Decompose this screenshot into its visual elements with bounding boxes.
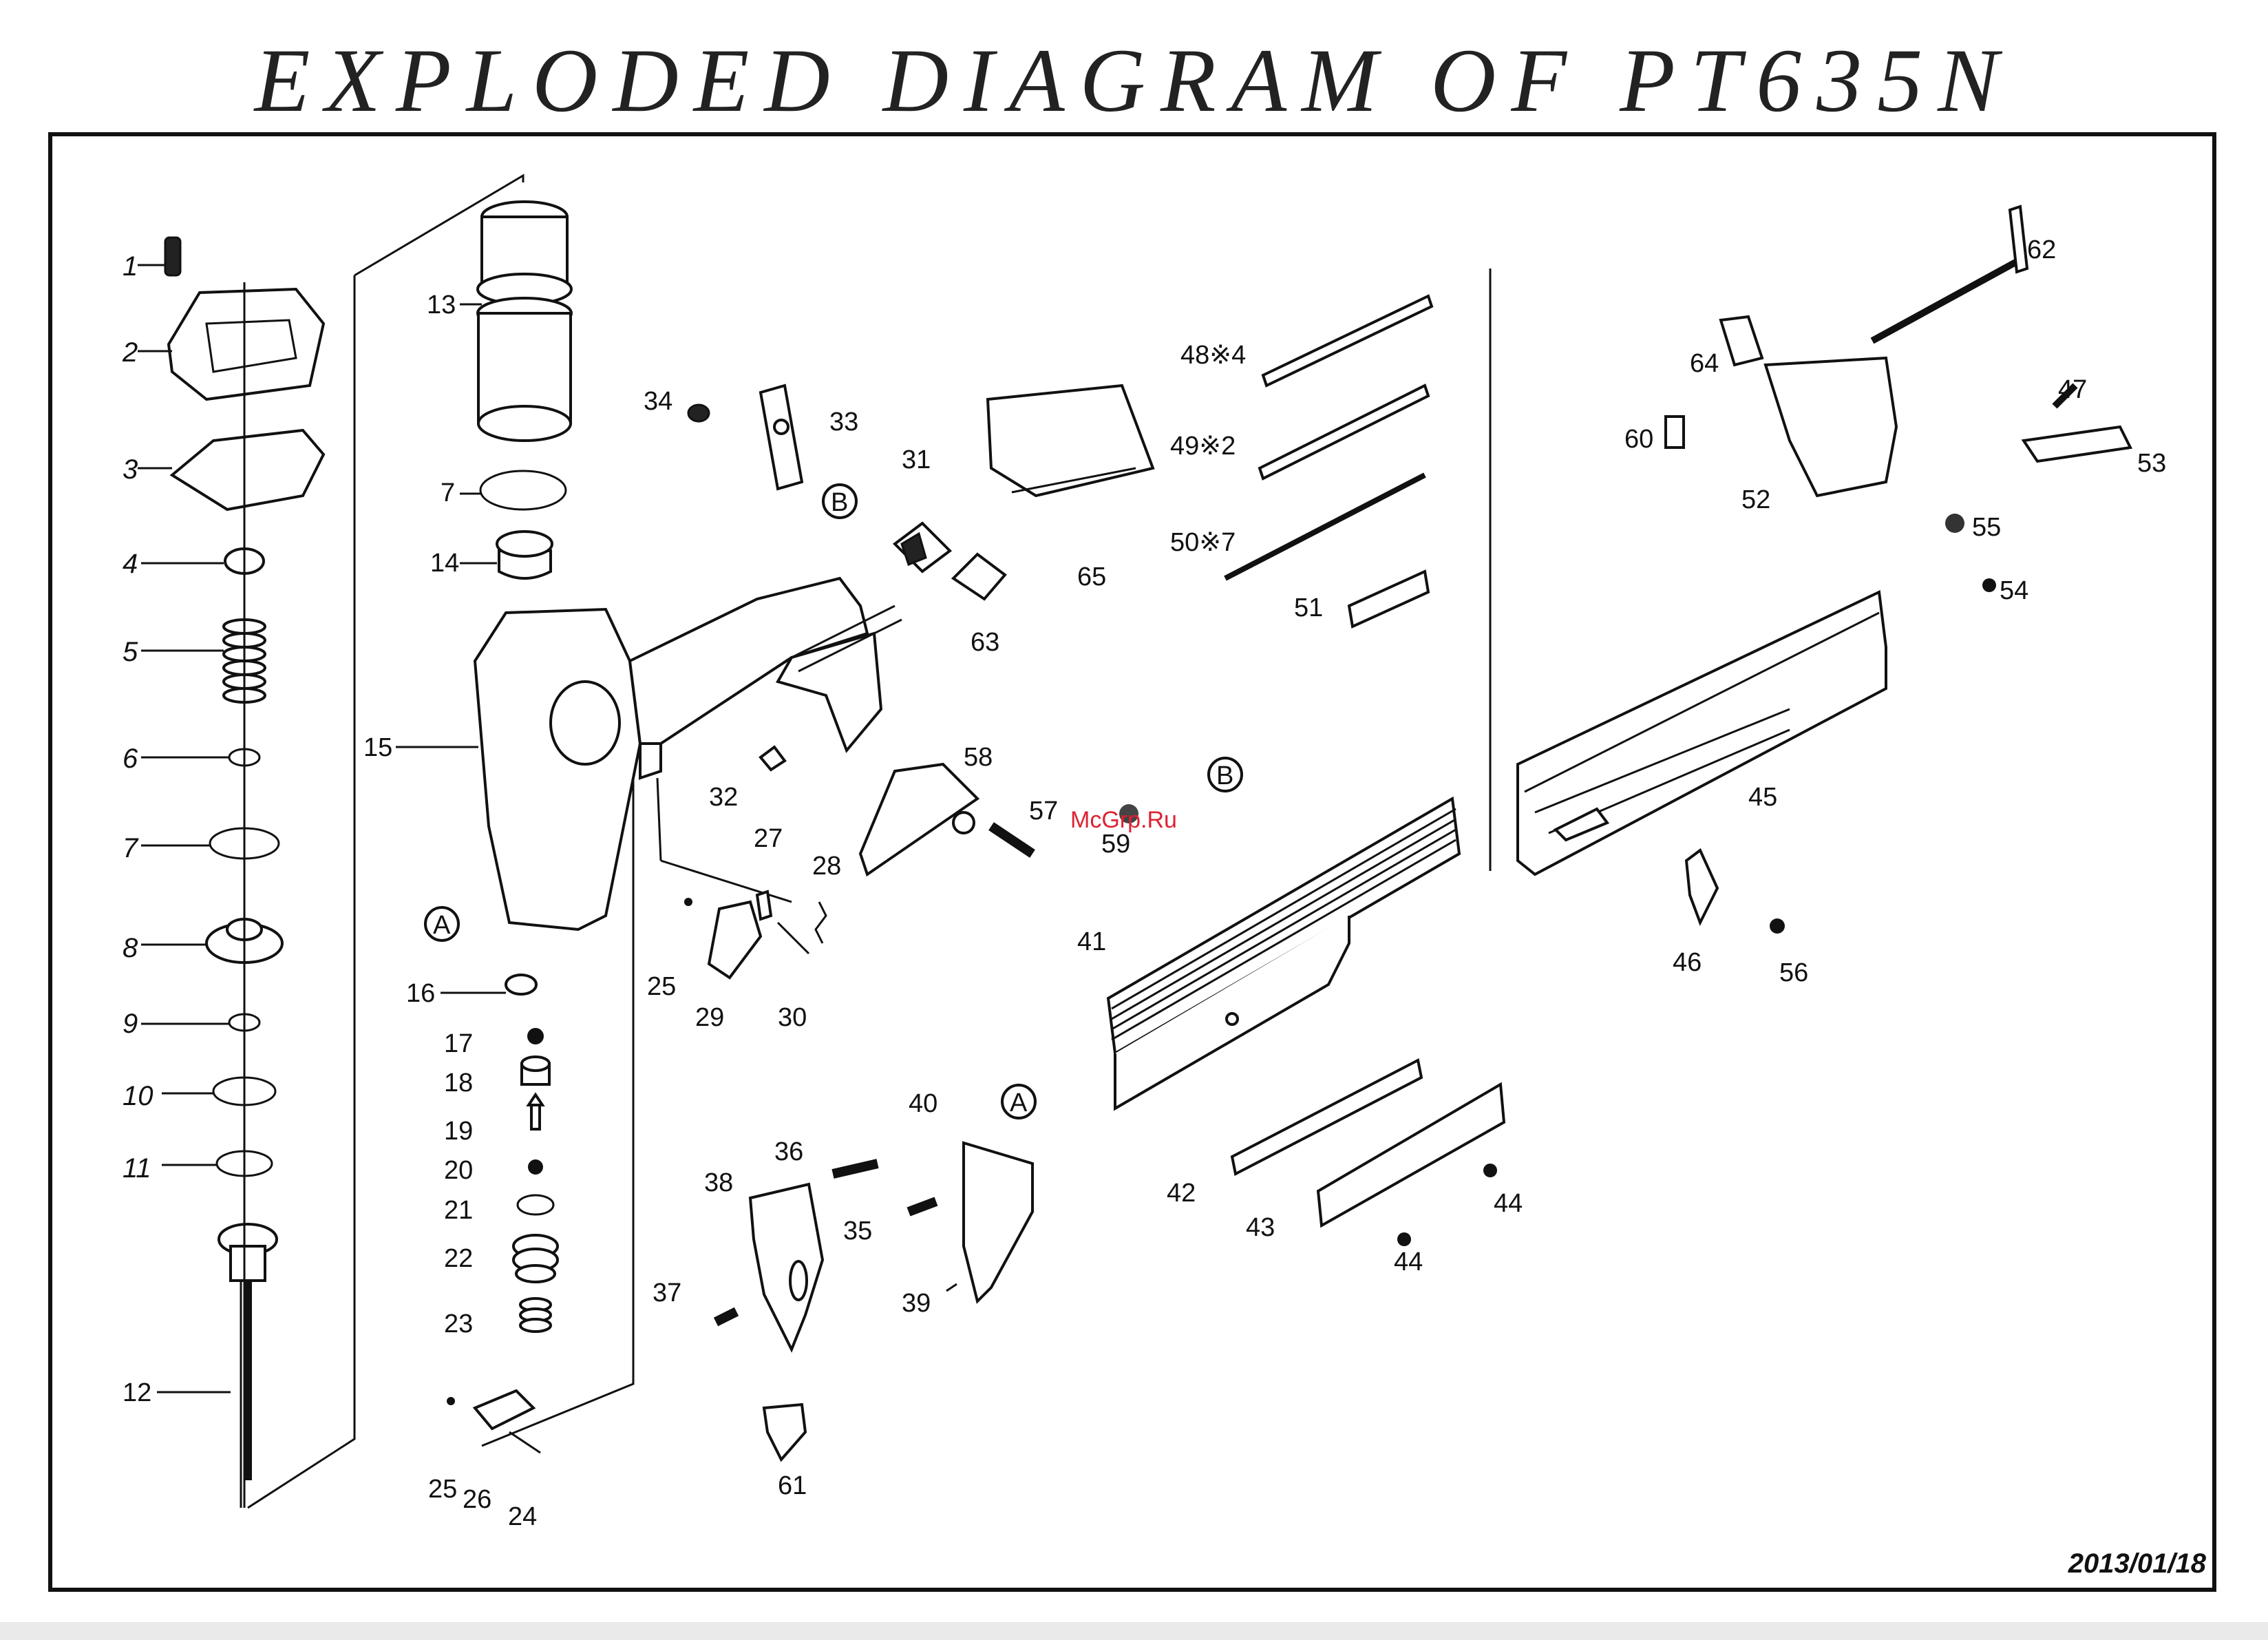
label-part-14: 14 [430,549,459,578]
label-part-60: 60 [1624,425,1653,454]
label-part-26: 26 [463,1485,491,1514]
label-part-48: 48※4 [1180,341,1246,370]
label-part-53: 53 [2137,449,2166,478]
label-part-44a: 44 [1494,1189,1523,1218]
label-part-28: 28 [812,852,841,881]
label-part-24: 24 [508,1502,537,1531]
bottom-strip [0,1622,2268,1640]
right-assembly [1518,207,2130,934]
label-part-16: 16 [406,979,435,1008]
label-part-25b: 25 [647,972,676,1001]
label-part-57: 57 [1029,797,1058,826]
label-part-29: 29 [695,1003,724,1032]
label-part-35: 35 [843,1217,872,1245]
ref-a-nose: A [1010,1089,1028,1117]
label-part-43: 43 [1246,1213,1275,1242]
left-column-parts [165,238,324,1508]
label-part-22: 22 [444,1244,473,1273]
label-part-15: 15 [363,733,392,762]
label-part-13: 13 [427,291,456,319]
label-part-63: 63 [971,628,999,657]
label-part-23: 23 [444,1310,473,1338]
magazine [1108,799,1459,1108]
label-part-9: 9 [123,1009,138,1039]
label-part-8: 8 [123,933,138,963]
label-part-4: 4 [123,549,138,579]
nose-parts [716,1143,1032,1460]
label-part-44b: 44 [1394,1248,1423,1276]
label-part-5: 5 [123,637,138,667]
label-part-27: 27 [754,824,783,853]
label-part-59: 59 [1101,830,1130,859]
label-part-10: 10 [123,1081,153,1111]
label-part-2: 2 [122,337,138,368]
label-part-51: 51 [1294,593,1323,622]
label-part-61: 61 [778,1471,807,1500]
label-part-46: 46 [1673,948,1702,977]
label-part-37: 37 [653,1279,681,1307]
label-part-58: 58 [964,743,993,772]
label-part-6: 6 [123,744,138,774]
label-part-36: 36 [774,1137,803,1166]
label-part-12: 12 [123,1378,151,1407]
ref-b-magazine: B [1216,761,1233,790]
label-part-18: 18 [444,1069,473,1097]
label-part-50: 50※7 [1170,528,1236,557]
label-part-32: 32 [709,783,738,812]
label-part-7b: 7 [441,479,455,507]
label-part-34: 34 [644,387,672,416]
label-part-11: 11 [123,1153,151,1184]
label-part-19: 19 [444,1117,473,1146]
ref-a-body: A [433,911,451,940]
label-part-47: 47 [2058,375,2087,404]
label-part-62: 62 [2027,235,2056,264]
label-part-41: 41 [1077,927,1106,956]
label-part-45: 45 [1748,783,1777,812]
label-part-17: 17 [444,1029,473,1058]
label-part-3: 3 [123,454,138,485]
watermark: McGrp.Ru [1070,807,1177,834]
rail-parts [1225,269,1490,871]
label-part-65: 65 [1077,563,1106,591]
label-part-33: 33 [829,408,858,437]
label-part-31: 31 [902,445,931,474]
cylinder-parts [478,202,571,578]
label-part-42: 42 [1167,1179,1196,1208]
label-part-56: 56 [1779,958,1808,987]
label-part-64: 64 [1690,349,1719,378]
label-part-7: 7 [123,833,139,863]
label-part-52: 52 [1741,485,1770,514]
label-part-40: 40 [909,1089,937,1118]
lever-parts [657,778,826,978]
revision-date: 2013/01/18 [2068,1548,2206,1579]
ref-b-bracket: B [831,488,848,517]
label-part-1: 1 [123,251,138,282]
label-part-30: 30 [778,1003,807,1032]
label-part-49: 49※2 [1170,432,1236,461]
label-part-39: 39 [902,1289,931,1318]
label-part-21: 21 [444,1196,473,1225]
label-part-54: 54 [2000,576,2028,605]
label-part-38: 38 [704,1168,733,1197]
label-part-55: 55 [1972,513,2001,542]
label-part-20: 20 [444,1156,473,1185]
label-part-25a: 25 [428,1475,457,1504]
